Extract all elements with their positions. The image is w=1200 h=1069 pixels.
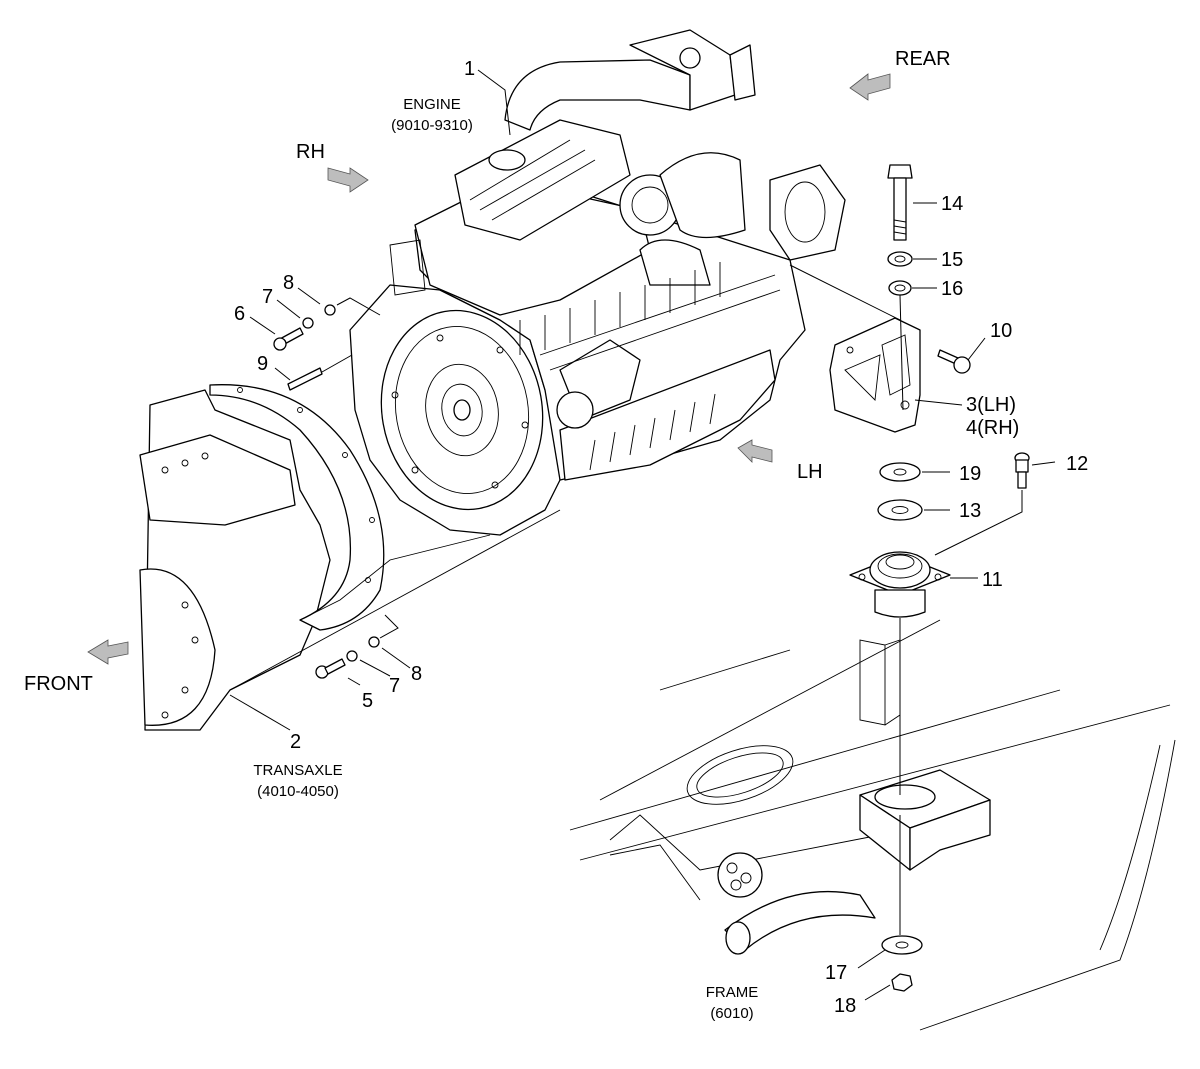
- pin-9: [287, 367, 323, 391]
- washer-19: [879, 462, 921, 482]
- rh-arrow-icon: [327, 167, 369, 193]
- rear-label: REAR: [895, 48, 951, 70]
- callout-7-lower: 7: [389, 675, 400, 697]
- bolt-5: [315, 658, 346, 679]
- washer-7-upper: [302, 317, 314, 329]
- washer-8-upper: [324, 304, 336, 316]
- callout-8-lower: 8: [411, 663, 422, 685]
- callout-14: 14: [941, 193, 963, 215]
- front-arrow-icon: [87, 639, 129, 665]
- callout-19: 19: [959, 463, 981, 485]
- callout-6: 6: [234, 303, 245, 325]
- engine-name: ENGINE: [403, 96, 461, 113]
- engine-mount-bracket: [829, 317, 921, 433]
- bolt-12: [1014, 452, 1030, 489]
- callout-13: 13: [959, 500, 981, 522]
- callout-3: 3(LH): [966, 394, 1016, 416]
- washer-8-lower: [368, 636, 380, 648]
- frame-ref: (6010): [710, 1005, 753, 1022]
- callout-10: 10: [990, 320, 1012, 342]
- engine-block: [349, 29, 846, 536]
- lh-label: LH: [797, 461, 823, 483]
- washer-15: [887, 251, 913, 267]
- nut-18: [891, 973, 913, 992]
- transaxle-housing: [139, 384, 561, 731]
- callout-8-upper: 8: [283, 272, 294, 294]
- callout-16: 16: [941, 278, 963, 300]
- frame-name: FRAME: [706, 984, 759, 1001]
- washer-7-lower: [346, 650, 358, 662]
- rubber-mount-11: [849, 551, 951, 618]
- callout-5: 5: [362, 690, 373, 712]
- callout-2: 2: [290, 731, 301, 753]
- callout-4: 4(RH): [966, 417, 1019, 439]
- callout-17: 17: [825, 962, 847, 984]
- callout-9: 9: [257, 353, 268, 375]
- transaxle-name: TRANSAXLE: [253, 762, 342, 779]
- callout-18: 18: [834, 995, 856, 1017]
- callout-11: 11: [982, 569, 1003, 591]
- front-label: FRONT: [24, 673, 93, 695]
- callout-7-upper: 7: [262, 286, 273, 308]
- washer-16: [888, 280, 912, 296]
- washer-17: [881, 935, 923, 955]
- transaxle-ref: (4010-4050): [257, 783, 339, 800]
- bolt-14: [887, 164, 913, 241]
- leader-lines: [229, 69, 1056, 1001]
- bolt-10: [937, 349, 971, 374]
- lh-arrow-icon: [737, 439, 773, 463]
- bolt-6: [273, 327, 304, 351]
- callout-15: 15: [941, 249, 963, 271]
- callout-12: 12: [1066, 453, 1088, 475]
- washer-13: [877, 499, 923, 521]
- frame-outline: [569, 619, 1176, 1031]
- callout-1: 1: [464, 58, 475, 80]
- rh-label: RH: [296, 141, 325, 163]
- engine-ref: (9010-9310): [391, 117, 473, 134]
- rear-arrow-icon: [849, 73, 891, 101]
